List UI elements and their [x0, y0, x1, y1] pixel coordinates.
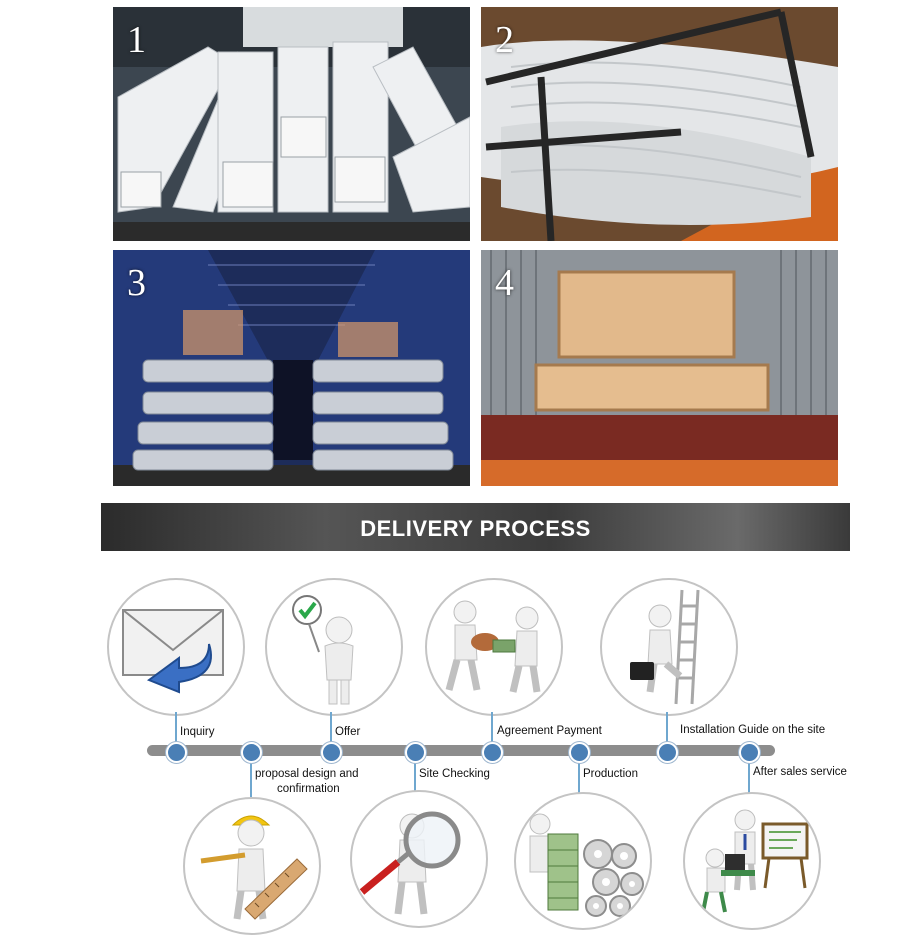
handshake-payment-figures-icon — [445, 600, 541, 693]
timeline-dot-production — [569, 742, 590, 763]
circle-site-checking — [350, 790, 488, 928]
connector-after-sales — [748, 757, 750, 795]
ladder-briefcase-figure-icon — [630, 589, 700, 705]
timeline-dot-proposal — [241, 742, 262, 763]
container-loading-image — [113, 250, 470, 486]
timeline-dot-site-checking — [405, 742, 426, 763]
circle-inquiry — [107, 578, 245, 716]
photo-number: 2 — [495, 19, 514, 61]
timeline-dot-offer — [321, 742, 342, 763]
step-label-production: Production — [583, 768, 638, 780]
circle-proposal-design — [183, 797, 321, 935]
envelope-reply-icon — [122, 609, 224, 694]
delivery-process-banner: DELIVERY PROCESS — [101, 503, 850, 551]
connector-offer — [330, 712, 332, 745]
connector-agreement — [491, 712, 493, 745]
circle-installation-guide — [600, 578, 738, 716]
checkmark-sign-figure-icon — [292, 595, 354, 705]
connector-inquiry — [175, 712, 177, 745]
circle-production — [514, 792, 652, 930]
step-label-after-sales: After sales service — [753, 766, 847, 778]
photo-1-wrapped-beams: 1 — [113, 7, 470, 241]
connector-installation — [666, 712, 668, 745]
circle-agreement-payment — [425, 578, 563, 716]
timeline-bar — [147, 745, 775, 756]
photo-number: 4 — [495, 262, 514, 304]
step-label-inquiry: Inquiry — [180, 726, 215, 738]
photo-3-container-loading: 3 — [113, 250, 470, 486]
engineer-ruler-pencil-icon — [200, 815, 308, 920]
photo-4-wooden-crates: 4 — [481, 250, 838, 486]
step-label-site-checking: Site Checking — [419, 768, 490, 780]
connector-site-checking — [414, 757, 416, 795]
photo-2-wrapped-rack: 2 — [481, 7, 838, 241]
wooden-crates-image — [481, 250, 838, 486]
timeline-dot-installation — [657, 742, 678, 763]
timeline-dot-inquiry — [166, 742, 187, 763]
connector-production — [578, 757, 580, 795]
step-label-installation-guide: Installation Guide on the site — [680, 724, 826, 736]
support-desk-figures-icon — [701, 809, 809, 913]
circle-after-sales — [683, 792, 821, 930]
step-label-agreement-payment: Agreement Payment — [497, 725, 602, 737]
timeline-dot-after-sales — [739, 742, 760, 763]
connector-proposal — [250, 757, 252, 797]
step-label-proposal-line1: proposal design and — [255, 768, 359, 780]
circle-offer — [265, 578, 403, 716]
timeline-dot-agreement — [482, 742, 503, 763]
photo-number: 1 — [127, 19, 146, 61]
wrapped-rack-image — [481, 7, 838, 241]
step-label-proposal-line2: confirmation — [277, 783, 340, 795]
money-gears-figure-icon — [529, 813, 644, 917]
wrapped-beams-image — [113, 7, 470, 241]
step-label-proposal: proposal design and confirmation — [255, 767, 359, 797]
banner-title: DELIVERY PROCESS — [360, 516, 591, 541]
step-label-offer: Offer — [335, 726, 361, 738]
magnifier-figure-icon — [359, 811, 461, 915]
photo-number: 3 — [127, 262, 146, 304]
